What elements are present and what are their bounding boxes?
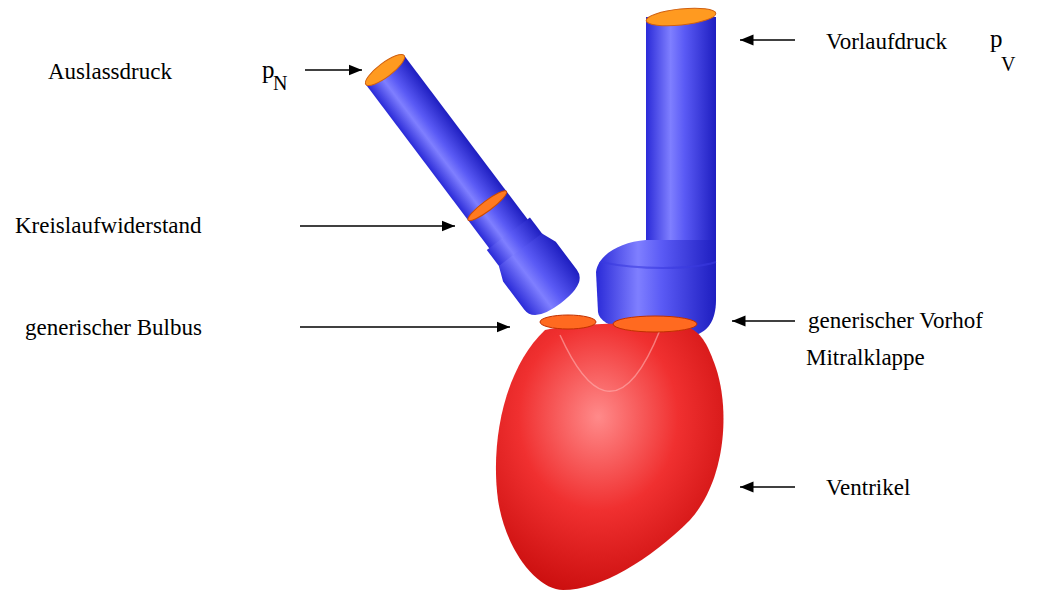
ventricle — [496, 315, 724, 590]
annotation-label: generischer Bulbus — [25, 316, 202, 339]
annotation-label: Kreislaufwiderstand — [15, 214, 202, 237]
pressure-subscript: N — [273, 73, 287, 93]
pressure-symbol: p — [990, 26, 1003, 51]
annotation-label: generischer Vorhof — [808, 309, 983, 332]
leader-arrows — [300, 40, 795, 487]
pressure-symbol: p — [262, 57, 275, 82]
pressure-subscript: V — [1001, 54, 1015, 74]
annotation-label: Vorlaufdruck — [826, 30, 947, 53]
annotation-label: Mitralklappe — [806, 346, 925, 369]
annotation-label: Ventrikel — [826, 476, 910, 499]
inlet-tube-atrium — [596, 5, 717, 336]
outlet-tube — [354, 45, 587, 324]
annotation-label: Auslassdruck — [48, 60, 172, 83]
